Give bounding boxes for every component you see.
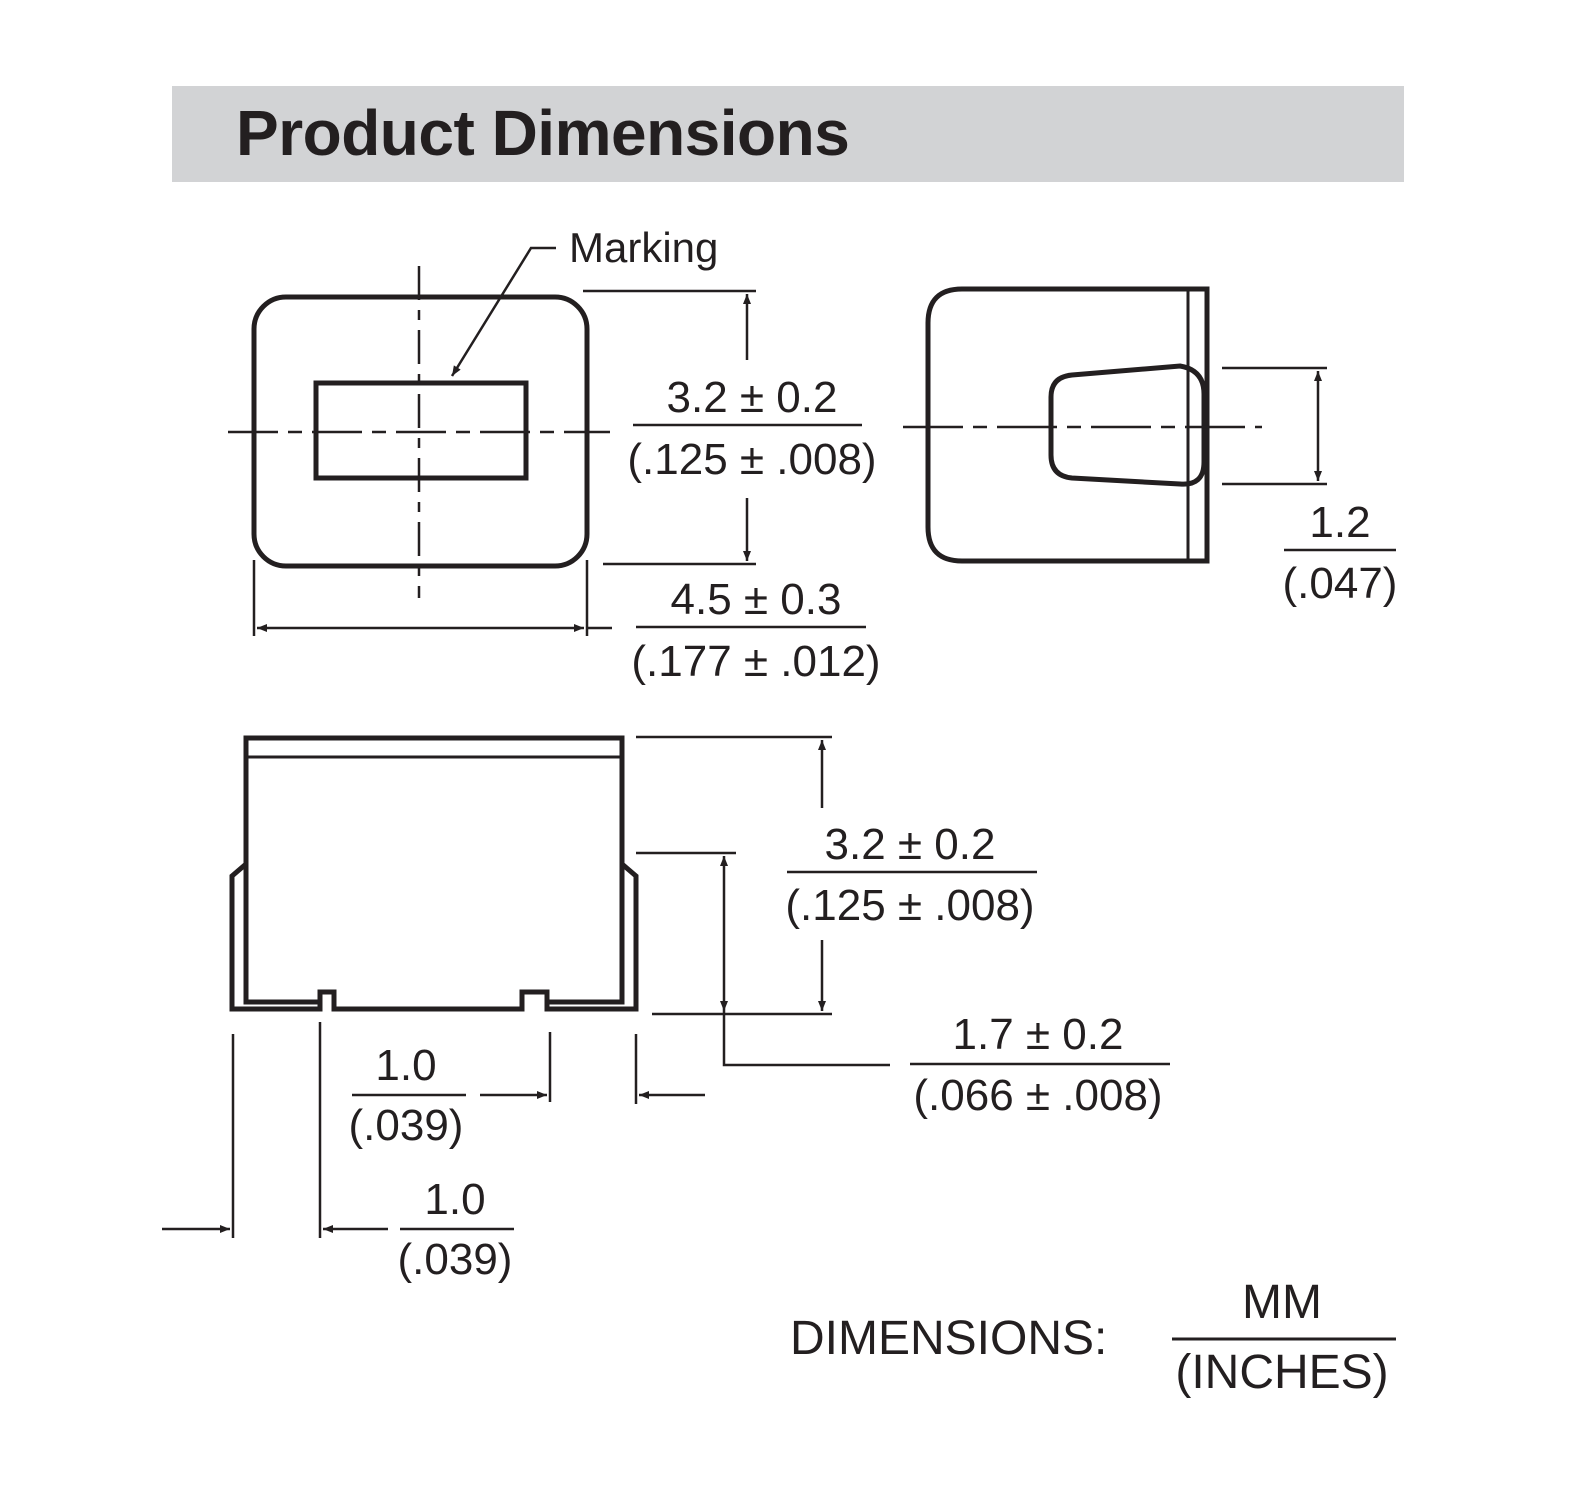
end-terminal-mm: 1.2 xyxy=(1309,498,1370,547)
units-primary: MM xyxy=(1242,1276,1322,1329)
side-term-mm: 1.7 ± 0.2 xyxy=(953,1010,1124,1059)
side-height-in: (.125 ± .008) xyxy=(785,881,1034,930)
side-height-mm: 3.2 ± 0.2 xyxy=(825,820,996,869)
side-view xyxy=(162,735,1170,1238)
pad-in: (.039) xyxy=(398,1235,513,1284)
top-view xyxy=(228,246,866,636)
gap-in: (.039) xyxy=(349,1101,464,1150)
top-length-mm: 4.5 ± 0.3 xyxy=(671,575,842,624)
header-bar: Product Dimensions xyxy=(172,86,1404,182)
top-width-in: (.125 ± .008) xyxy=(627,435,876,484)
end-terminal-in: (.047) xyxy=(1283,559,1398,608)
side-view-body xyxy=(243,735,625,1012)
top-length-in: (.177 ± .012) xyxy=(631,637,880,686)
side-left-terminal xyxy=(229,862,323,1012)
end-view-terminal xyxy=(1048,363,1207,487)
units-label: DIMENSIONS: xyxy=(790,1312,1107,1365)
marking-leader xyxy=(450,246,556,377)
units-secondary: (INCHES) xyxy=(1175,1346,1388,1399)
side-term-leader xyxy=(722,1011,890,1067)
marking-label: Marking xyxy=(569,224,718,271)
end-view xyxy=(903,286,1396,564)
gap-mm: 1.0 xyxy=(375,1041,436,1090)
end-view-body xyxy=(925,286,1210,564)
pad-mm: 1.0 xyxy=(424,1175,485,1224)
marking-area xyxy=(313,380,529,481)
side-term-in: (.066 ± .008) xyxy=(913,1071,1162,1120)
side-right-terminal xyxy=(544,862,639,1012)
top-width-mm: 3.2 ± 0.2 xyxy=(667,373,838,422)
page-title: Product Dimensions xyxy=(236,97,850,169)
